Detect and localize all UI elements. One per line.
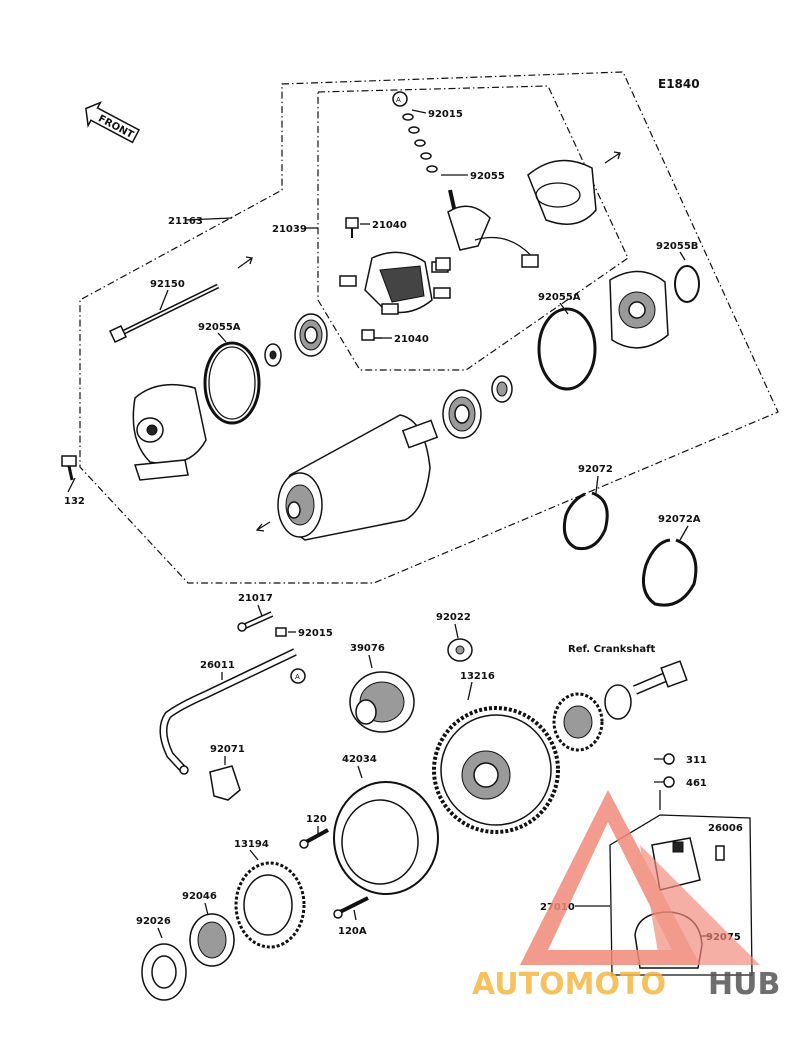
motor-body [277, 414, 439, 541]
bolt-120A [333, 896, 369, 919]
label-26011: 26011 [200, 660, 235, 671]
terminal-bolt [435, 189, 539, 271]
starter-clutch [349, 671, 415, 733]
o-ring-left [203, 341, 261, 425]
rear-cover [132, 383, 207, 481]
watermark-logo: AUTOMOTO HUB [472, 790, 780, 1002]
bracket-shell [527, 159, 597, 225]
label-26006: 26006 [708, 823, 743, 834]
label-13194: 13194 [234, 839, 269, 850]
gear-13216 [432, 706, 560, 834]
label-461: 461 [686, 778, 707, 789]
callout-a-bottom: A [295, 673, 300, 681]
o-ring-92055B [674, 265, 700, 303]
brush-holder [339, 251, 451, 315]
crank-bolt [633, 660, 688, 695]
label-92072A: 92072A [658, 514, 701, 525]
nut-311 [663, 753, 675, 765]
circlip-92072 [562, 491, 609, 551]
watermark-text-hub: HUB [708, 967, 780, 1002]
label-92015-top: 92015 [428, 109, 463, 120]
leader-lines [67, 109, 712, 939]
label-92022: 92022 [436, 612, 471, 623]
label-21163: 21163 [168, 216, 203, 227]
label-92055A-left: 92055A [198, 322, 241, 333]
label-13216: 13216 [460, 671, 495, 682]
o-ring-right [537, 307, 597, 391]
needle-bearing [189, 913, 235, 967]
clutch-13194 [234, 861, 306, 949]
end-housing [609, 270, 669, 349]
washer-461 [663, 776, 675, 788]
label-92055: 92055 [470, 171, 505, 182]
assembly-outline [79, 71, 779, 584]
front-arrow-icon: FRONT [85, 101, 141, 144]
label-21040-bottom: 21040 [394, 334, 429, 345]
label-92150: 92150 [150, 279, 185, 290]
bearing-right [442, 389, 482, 439]
label-92055A-right: 92055A [538, 292, 581, 303]
brush-21040-bottom [361, 329, 382, 341]
diagram-code: E1840 [658, 77, 700, 91]
bearing-left [294, 313, 328, 357]
ref-crankshaft-label: Ref. Crankshaft [568, 644, 656, 655]
label-92071: 92071 [210, 744, 245, 755]
o-ring-left-inner [208, 346, 256, 420]
label-120A: 120A [338, 926, 367, 937]
label-21039: 21039 [272, 224, 307, 235]
brush-21040-top [345, 217, 359, 238]
label-39076: 39076 [350, 643, 385, 654]
label-42034: 42034 [342, 754, 377, 765]
nut-92015 [275, 627, 287, 637]
direction-arrows [237, 151, 621, 532]
label-92072: 92072 [578, 464, 613, 475]
callout-a-top: A [396, 96, 401, 104]
label-92046: 92046 [182, 891, 217, 902]
bolt-120 [299, 828, 329, 849]
crank-gear [552, 692, 604, 752]
through-bolt [109, 283, 220, 343]
spring-stack [392, 91, 438, 173]
washer-right [491, 375, 513, 403]
boot-92071 [209, 765, 241, 801]
label-92026: 92026 [136, 916, 171, 927]
crank-washer [604, 684, 632, 720]
label-120: 120 [306, 814, 327, 825]
label-92055B: 92055B [656, 241, 698, 252]
screw-132 [61, 455, 77, 481]
starter-cable [159, 648, 306, 775]
label-21017: 21017 [238, 593, 273, 604]
housing-42034 [333, 781, 439, 895]
label-132: 132 [64, 496, 85, 507]
brush-holder-outline [317, 85, 629, 371]
label-21040-top: 21040 [372, 220, 407, 231]
label-311: 311 [686, 755, 707, 766]
lead-21017 [237, 611, 274, 632]
circlip-92072A [642, 538, 698, 607]
watermark-text-automoto: AUTOMOTO [472, 967, 666, 1002]
label-92015-bottom: 92015 [298, 628, 333, 639]
part-labels: 21163 21039 92015 92055 21040 21040 9205… [64, 109, 743, 943]
